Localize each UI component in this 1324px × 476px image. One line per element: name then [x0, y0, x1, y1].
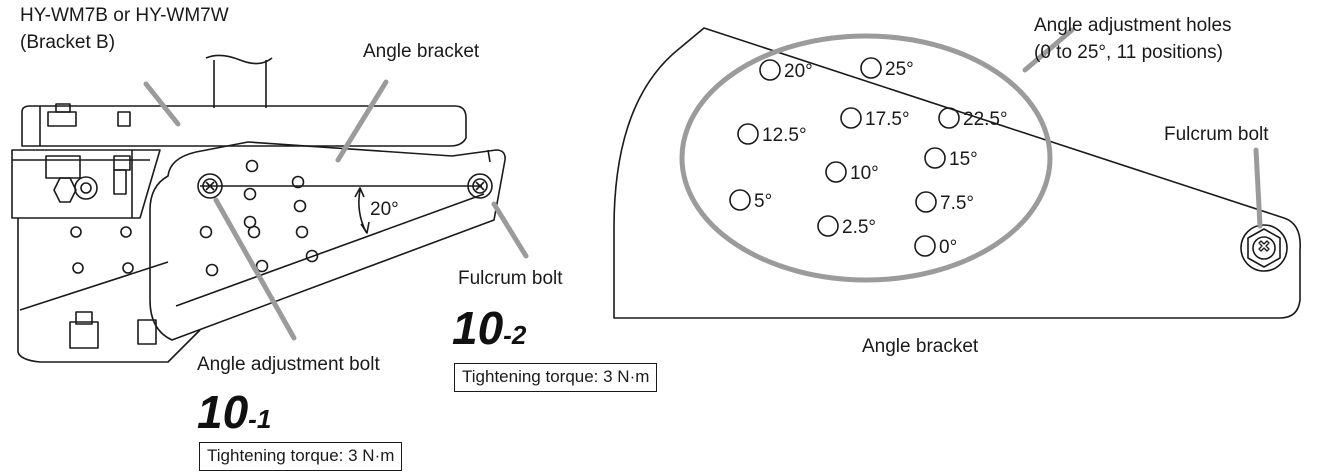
hole-2-5: [817, 215, 839, 237]
callout-fulcrum-right: [1253, 147, 1263, 229]
hole-label: 17.5°: [865, 109, 910, 130]
hole-label: 5°: [754, 191, 772, 212]
hole-22-5: [938, 107, 960, 129]
bracket-b-label-line1: HY-WM7B or HY-WM7W: [20, 5, 229, 26]
step-10-2: 10-2: [452, 302, 527, 354]
angle-bracket-outline: [613, 27, 1301, 319]
bracket-b-cover: [21, 105, 467, 147]
hole-label: 0°: [939, 237, 957, 258]
torque-box-10-1: Tightening torque: 3 N·m: [199, 442, 403, 471]
bracket-b-label-line2: (Bracket B): [20, 32, 115, 53]
angle-adjustment-bolt-label: Angle adjustment bolt: [197, 354, 380, 375]
cable-top: [205, 54, 273, 65]
hole-17-5: [840, 107, 862, 129]
hole-label: 20°: [784, 61, 813, 82]
callout-fulcrum: [491, 201, 529, 259]
fulcrum-bolt-label: Fulcrum bolt: [458, 268, 563, 289]
holes-title-line2: (0 to 25°, 11 positions): [1034, 42, 1223, 63]
callout-holes-title: [1022, 27, 1075, 73]
angle-bracket-right-label: Angle bracket: [862, 336, 979, 357]
hole-5: [729, 189, 751, 211]
hole-0: [914, 235, 936, 257]
hole-12-5: [737, 123, 759, 145]
angle-bracket-label: Angle bracket: [363, 41, 480, 62]
hole-25: [860, 57, 882, 79]
angle-adjustment-bolt: [197, 173, 223, 199]
torque-box-10-2: Tightening torque: 3 N·m: [454, 363, 658, 392]
holes-callout-ellipse: [679, 33, 1053, 283]
fulcrum-bolt-detail: [1240, 224, 1288, 272]
hole-label: 25°: [885, 59, 914, 80]
hole-label: 2.5°: [842, 217, 876, 238]
callout-bracket-b: [143, 81, 181, 127]
hex-nut-top: [47, 111, 77, 127]
side-housing: [11, 149, 161, 219]
bottom-plate: [17, 218, 201, 363]
hole-label: 22.5°: [963, 109, 1008, 130]
hole-20: [759, 59, 781, 81]
angle-value-label: 20°: [370, 199, 399, 220]
angle-bracket-plate: [149, 141, 506, 341]
callout-angle-bracket: [335, 79, 389, 163]
step-10-1: 10-1: [197, 386, 271, 438]
hole-7-5: [915, 191, 937, 213]
hole-label: 15°: [949, 149, 978, 170]
callout-adjustment-bolt: [213, 197, 297, 341]
hole-label: 12.5°: [762, 125, 807, 146]
holes-title-line1: Angle adjustment holes: [1034, 15, 1232, 36]
hole-label: 10°: [850, 163, 879, 184]
hole-10: [825, 161, 847, 183]
hole-label: 7.5°: [940, 193, 974, 214]
fulcrum-bolt-right-label: Fulcrum bolt: [1164, 124, 1269, 145]
hole-15: [924, 147, 946, 169]
fulcrum-bolt: [467, 173, 493, 199]
tilt-line: [175, 193, 485, 307]
